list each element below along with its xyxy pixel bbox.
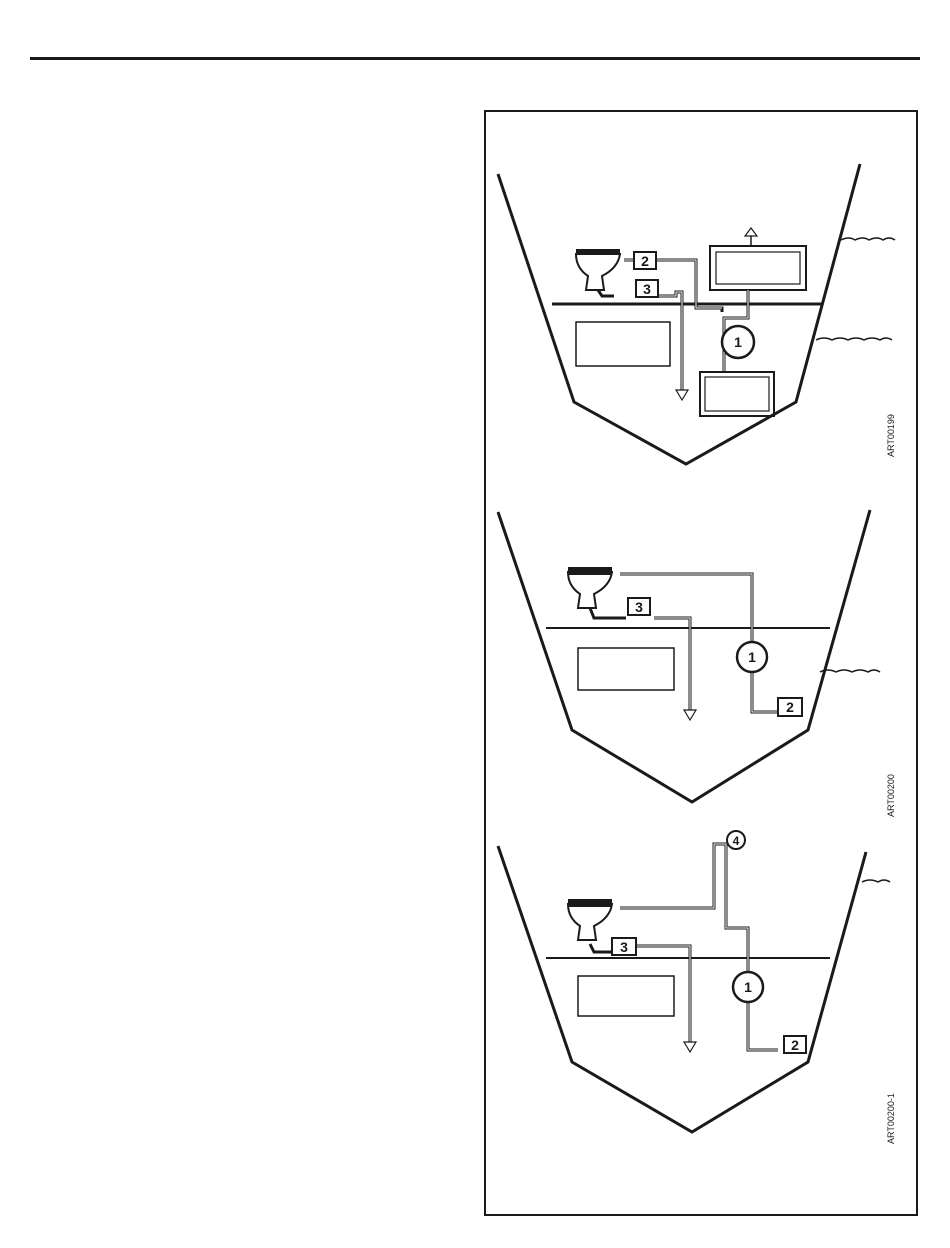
toilet-seat-3	[568, 899, 612, 907]
water-wave-2	[820, 670, 880, 672]
toilet-seat-1	[576, 249, 620, 255]
toilet-seat-2	[568, 567, 612, 575]
callout-3-3: 3	[620, 939, 628, 955]
top-rule	[30, 57, 920, 60]
callout-2-2: 2	[786, 699, 794, 715]
panel-2	[498, 510, 880, 802]
ref-panel-2: ART00200	[886, 774, 896, 817]
callout-1-3: 3	[643, 281, 651, 297]
outflow-arrow-1	[676, 390, 688, 400]
toilet-3	[568, 904, 612, 940]
outflow-arrow-2	[684, 710, 696, 720]
lower-tank-1	[700, 372, 774, 416]
water-wave-1a	[841, 238, 895, 240]
bunk-box-1	[576, 322, 670, 366]
hull-1	[498, 164, 860, 464]
panel-1	[498, 164, 895, 464]
hull-2	[498, 510, 870, 802]
callout-1-2: 2	[641, 253, 649, 269]
callout-3-4: 4	[733, 834, 740, 848]
callout-2-3: 3	[635, 599, 643, 615]
callout-3-2: 2	[791, 1037, 799, 1053]
intake-pipe-2	[590, 608, 690, 710]
callout-3-1: 1	[744, 979, 752, 995]
callout-1-1: 1	[734, 334, 742, 350]
toilet-1	[576, 254, 620, 290]
figure-frame: 2 3 1 ART00199 3 1 2 ART00200	[484, 110, 918, 1216]
bunk-box-3	[578, 976, 674, 1016]
toilet-2	[568, 572, 612, 608]
hull-3	[498, 846, 866, 1132]
ref-panel-1: ART00199	[886, 414, 896, 457]
panel-3	[498, 831, 890, 1132]
water-wave-1b	[816, 338, 892, 340]
holding-tank-1	[710, 246, 806, 290]
water-wave-3	[862, 880, 890, 882]
vent-arrow-1	[745, 228, 757, 236]
callout-2-1: 1	[748, 649, 756, 665]
ref-panel-3: ART00200-1	[886, 1093, 896, 1144]
bunk-box-2	[578, 648, 674, 690]
figure-diagram: 2 3 1 ART00199 3 1 2 ART00200	[486, 112, 916, 1214]
outflow-arrow-3	[684, 1042, 696, 1052]
